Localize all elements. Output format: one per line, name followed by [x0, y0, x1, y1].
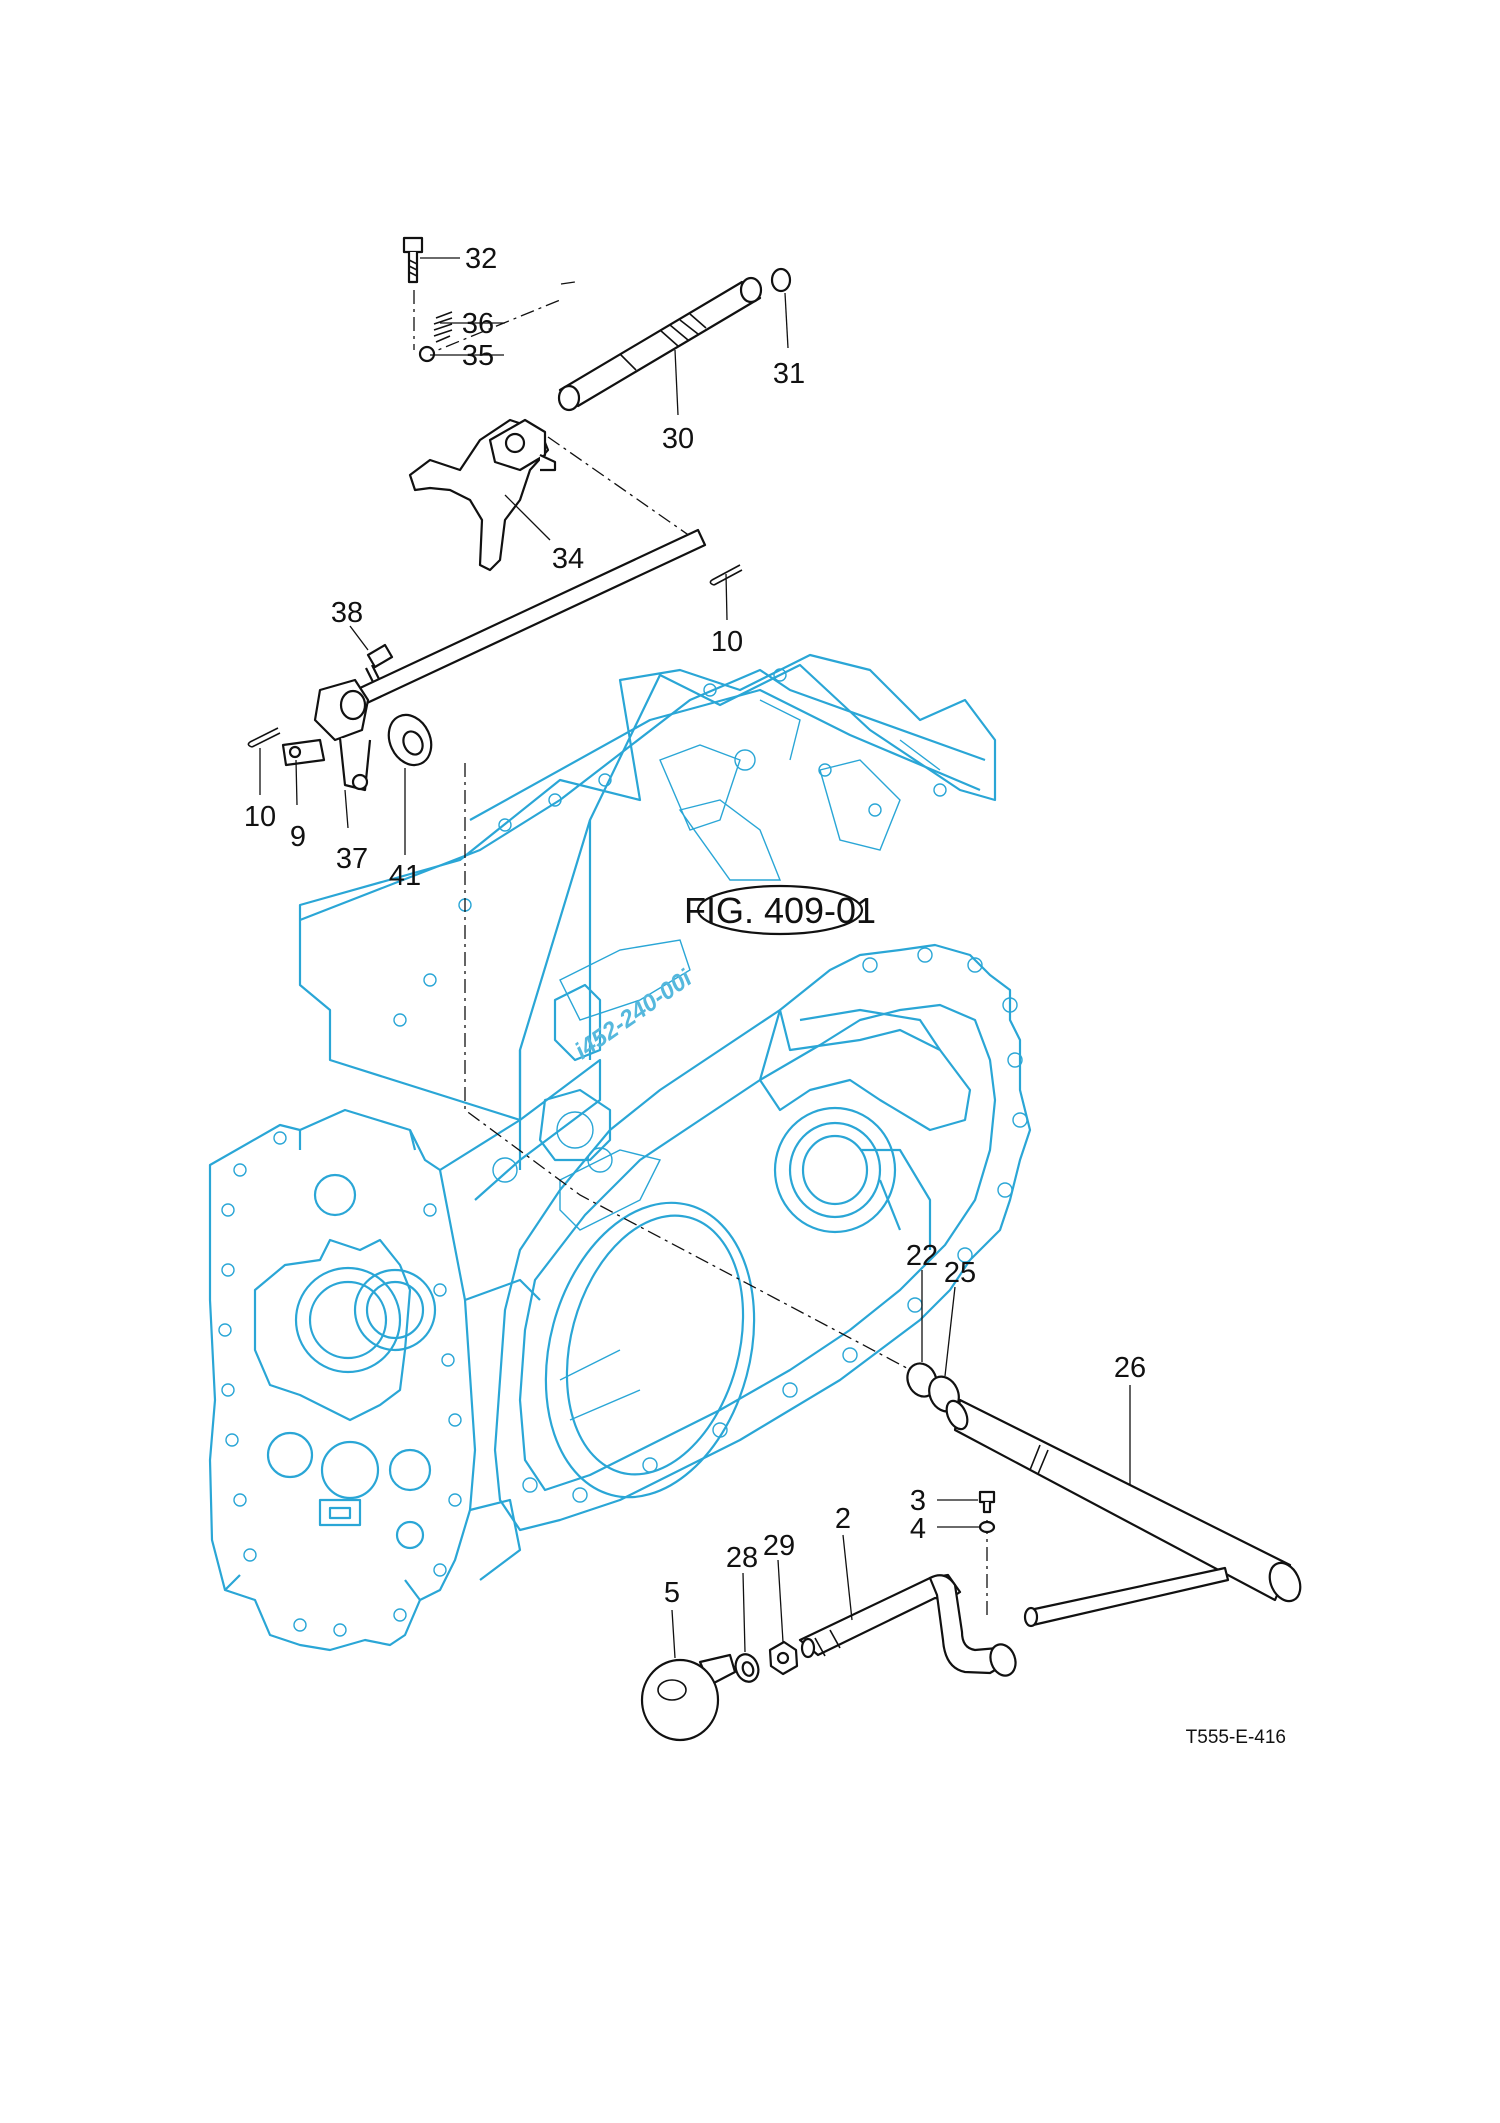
shift-fork-34	[408, 418, 557, 572]
shift-shaft-30	[557, 276, 763, 412]
spring-36	[433, 311, 453, 343]
callout-36[interactable]: 36	[462, 308, 494, 340]
nut-29	[768, 1640, 799, 1676]
figure-reference-label: FIG. 409-01	[684, 890, 876, 931]
callout-10-top[interactable]: 10	[711, 626, 743, 658]
washer-4	[978, 1520, 996, 1534]
callout-4[interactable]: 4	[910, 1513, 926, 1545]
shift-lever-assembly	[640, 1362, 1302, 1742]
callout-32[interactable]: 32	[465, 243, 497, 275]
washer-28	[734, 1653, 760, 1683]
bolt-3	[978, 1490, 996, 1514]
callout-5[interactable]: 5	[664, 1577, 680, 1609]
callout-29[interactable]: 29	[763, 1530, 795, 1562]
figure-reference-callout[interactable]: FIG. 409-01	[684, 884, 876, 936]
washer-41	[387, 713, 433, 767]
callout-22[interactable]: 22	[906, 1240, 938, 1272]
callout-30[interactable]: 30	[662, 423, 694, 455]
callout-2[interactable]: 2	[835, 1503, 851, 1535]
callout-38[interactable]: 38	[331, 597, 363, 629]
callout-9[interactable]: 9	[290, 821, 306, 853]
callout-41[interactable]: 41	[389, 860, 421, 892]
knob-5	[640, 1653, 737, 1742]
callout-10-left[interactable]: 10	[244, 801, 276, 833]
callout-31[interactable]: 31	[773, 358, 805, 390]
callout-34[interactable]: 34	[552, 543, 584, 575]
shift-rod	[343, 528, 707, 712]
callout-35[interactable]: 35	[462, 340, 494, 372]
bolt-32	[402, 236, 424, 284]
shift-lever-2	[798, 1573, 1017, 1677]
drawing-number: T555-E-416	[1186, 1727, 1286, 1748]
callout-37[interactable]: 37	[336, 843, 368, 875]
shift-shaft-assembly	[247, 236, 792, 792]
split-pin-10-top	[709, 564, 743, 586]
split-pin-10-left	[247, 727, 281, 748]
shift-arm-37	[281, 678, 372, 792]
transmission-housing: i452-240-00i	[208, 653, 1032, 1652]
callout-leaders	[259, 257, 1131, 1659]
callout-labels: 32 36 35 31 30 34 38 10 10 9 37 41 22 25…	[244, 243, 1146, 1609]
callout-28[interactable]: 28	[726, 1542, 758, 1574]
callout-25[interactable]: 25	[944, 1257, 976, 1289]
ball-35	[418, 345, 436, 363]
callout-26[interactable]: 26	[1114, 1352, 1146, 1384]
assembly-centerlines	[413, 281, 988, 1615]
callout-3[interactable]: 3	[910, 1485, 926, 1517]
lever-shaft-26	[945, 1398, 1302, 1628]
o-ring-31	[770, 267, 792, 293]
